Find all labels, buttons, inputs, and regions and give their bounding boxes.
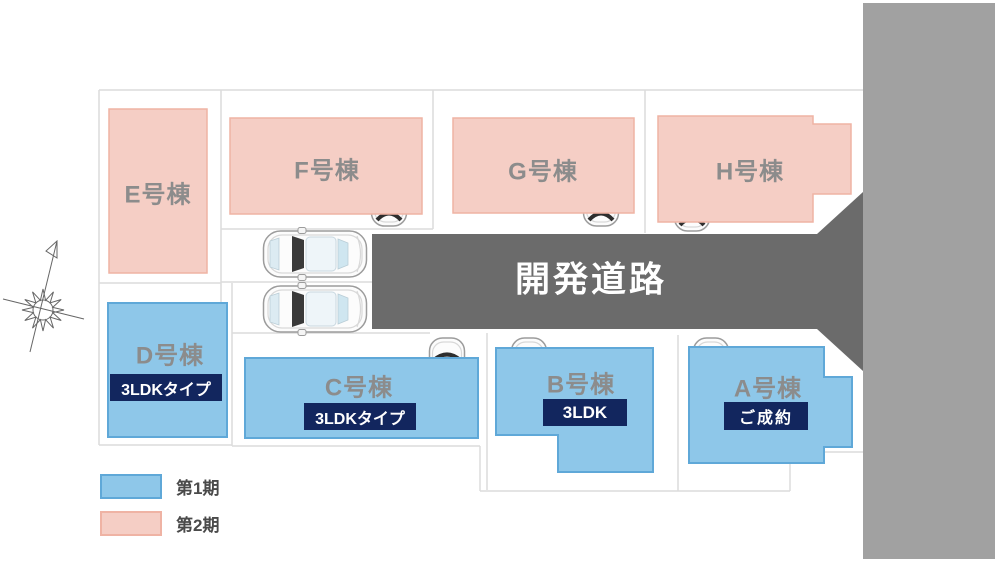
car [262,226,368,282]
lot-d-shape [107,302,228,438]
lot-e-shape [108,108,208,274]
compass-icon [2,239,85,353]
lot-h-shape [657,115,852,223]
lot-g-shape [452,117,635,214]
car [262,281,368,337]
plot-boundary-lines [98,89,863,492]
lot-c-shape [244,357,479,439]
lot-a-shape [688,346,853,464]
side-road-shape [863,3,995,559]
road-shape [372,192,863,371]
lot-b-shape [495,347,654,473]
phase2-lots [108,108,852,274]
lot-f-shape [229,117,423,215]
